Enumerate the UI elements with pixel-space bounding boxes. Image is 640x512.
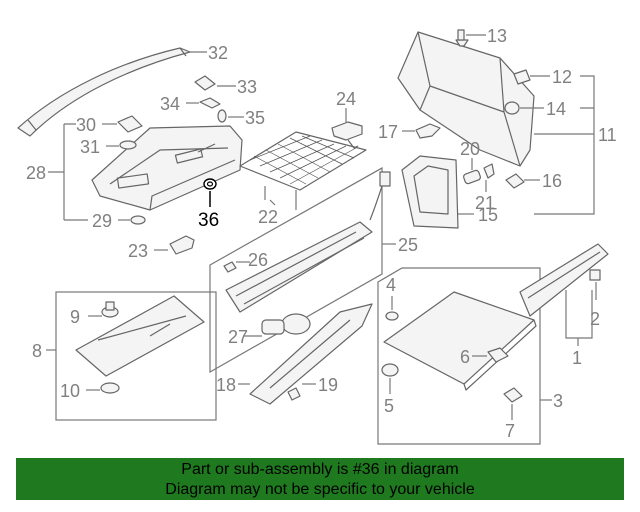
part-10-fastener[interactable] (86, 382, 120, 394)
callout-21[interactable]: 21 (475, 193, 495, 213)
callout-12[interactable]: 12 (552, 67, 572, 87)
part-15-vent-housing[interactable] (401, 155, 474, 229)
callout-3[interactable]: 3 (553, 391, 563, 411)
part-5-grommet[interactable] (381, 363, 399, 394)
callout-25[interactable]: 25 (398, 235, 418, 255)
callout-29[interactable]: 29 (92, 211, 112, 231)
callout-17[interactable]: 17 (378, 122, 398, 142)
part-35-clip[interactable] (217, 109, 244, 123)
callout-35[interactable]: 35 (245, 108, 265, 128)
callout-8[interactable]: 8 (32, 341, 42, 361)
part-14-grommet[interactable] (504, 101, 544, 115)
part-23-handle[interactable] (154, 235, 195, 255)
part-32-trim-strip[interactable] (17, 47, 207, 137)
callout-14[interactable]: 14 (546, 99, 566, 119)
banner-line-1: Part or sub-assembly is #36 in diagram (181, 461, 459, 478)
part-3-floor-cover[interactable] (383, 291, 537, 391)
part-26-clip[interactable] (223, 261, 250, 273)
part-18-side-panel[interactable] (238, 303, 373, 405)
part-11-side-trim-panel[interactable] (397, 31, 594, 167)
part-24-hook[interactable] (331, 108, 363, 149)
part-2-clip[interactable] (589, 269, 601, 300)
part-9-fastener[interactable] (88, 301, 119, 318)
part-30-cover[interactable] (102, 115, 143, 133)
callout-19[interactable]: 19 (318, 375, 338, 395)
group-25-cargo-cover-frame (209, 166, 396, 374)
callout-26[interactable]: 26 (248, 250, 268, 270)
callout-6[interactable]: 6 (460, 347, 470, 367)
part-19-clip[interactable] (287, 383, 316, 401)
part-36-grommet-highlighted[interactable] (203, 178, 217, 207)
callout-11[interactable]: 11 (598, 125, 617, 145)
part-29-grommet[interactable] (118, 215, 146, 225)
banner-line-2: Diagram may not be specific to your vehi… (165, 481, 475, 498)
callout-31[interactable]: 31 (80, 137, 100, 157)
callout-4[interactable]: 4 (386, 275, 396, 295)
part-20-fastener[interactable] (463, 158, 481, 185)
callout-34[interactable]: 34 (160, 94, 180, 114)
part-33-pad[interactable] (194, 75, 236, 91)
callout-13[interactable]: 13 (487, 26, 507, 46)
part-4-clip[interactable] (385, 296, 399, 321)
callout-18[interactable]: 18 (216, 375, 236, 395)
part-27-end-cap[interactable] (244, 313, 311, 337)
part-28-package-tray[interactable] (91, 125, 243, 211)
callout-5[interactable]: 5 (384, 396, 394, 416)
part-1-sill-plate[interactable] (519, 243, 609, 346)
part-34-bracket[interactable] (186, 97, 221, 109)
part-21-clip[interactable] (483, 163, 495, 192)
info-banner: Part or sub-assembly is #36 in diagram D… (16, 458, 624, 500)
part-6-handle[interactable] (472, 347, 509, 363)
part-17-hook[interactable] (402, 123, 441, 139)
callout-32[interactable]: 32 (208, 43, 228, 63)
part-25-cargo-cover[interactable] (225, 171, 391, 313)
callout-27[interactable]: 27 (228, 327, 248, 347)
callout-16[interactable]: 16 (542, 171, 562, 191)
callout-23[interactable]: 23 (128, 241, 148, 261)
callout-15[interactable]: 15 (478, 205, 498, 225)
group-3-frame (377, 267, 552, 445)
callout-7[interactable]: 7 (505, 421, 515, 441)
part-12-clip[interactable] (513, 69, 550, 85)
callout-9[interactable]: 9 (70, 307, 80, 327)
part-13-clip[interactable] (455, 29, 486, 47)
callout-24[interactable]: 24 (336, 89, 356, 109)
part-16-clip[interactable] (505, 173, 540, 189)
callout-36[interactable]: 36 (198, 210, 219, 231)
callout-2[interactable]: 2 (590, 309, 600, 329)
callout-28[interactable]: 28 (26, 163, 46, 183)
callout-1[interactable]: 1 (572, 348, 582, 368)
callout-10[interactable]: 10 (60, 381, 80, 401)
callout-22[interactable]: 22 (258, 207, 278, 227)
part-22-cargo-net[interactable] (239, 131, 367, 210)
part-8-floor-panel[interactable] (75, 295, 205, 377)
part-31-grommet[interactable] (106, 140, 137, 150)
callout-33[interactable]: 33 (237, 77, 257, 97)
callout-30[interactable]: 30 (76, 115, 96, 135)
part-7-pad[interactable] (503, 387, 523, 420)
callout-20[interactable]: 20 (460, 139, 480, 159)
group-8-frame (46, 291, 217, 421)
